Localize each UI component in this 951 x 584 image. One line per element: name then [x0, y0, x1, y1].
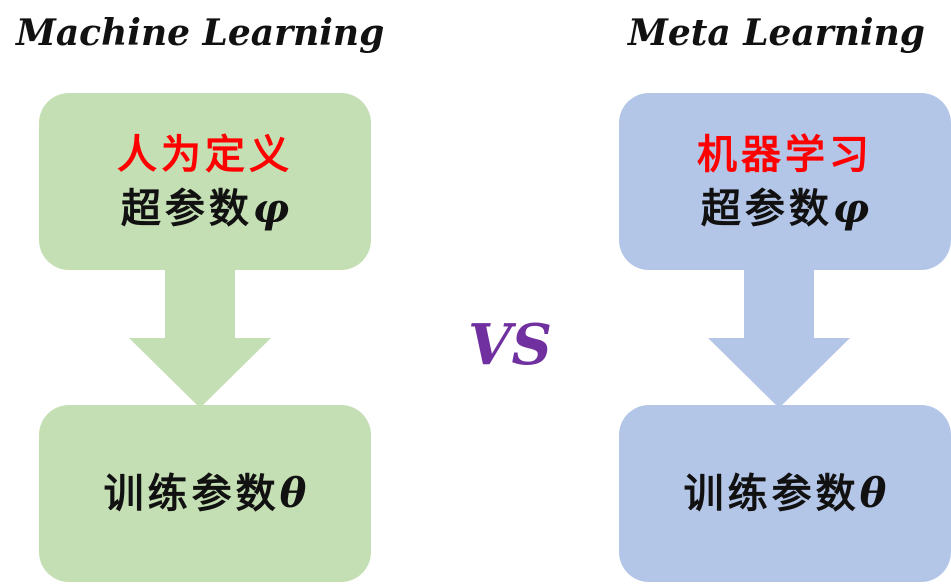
- right-hyperparameter-label: 超参数φ: [701, 182, 869, 236]
- right-column-title: Meta Learning: [628, 12, 925, 54]
- left-hyperparameter-source: 人为定义: [117, 130, 293, 178]
- right-theta-symbol: θ: [859, 469, 887, 517]
- left-down-arrow-icon: [129, 270, 271, 408]
- right-parameter-label: 训练参数θ: [684, 467, 887, 521]
- right-hyperparameter-source: 机器学习: [697, 130, 873, 178]
- vs-label: VS: [468, 312, 552, 378]
- right-hyperparameter-box: 机器学习 超参数φ: [619, 93, 951, 270]
- right-hyperparameter-text: 超参数: [700, 184, 833, 232]
- right-parameter-box: 训练参数θ: [619, 405, 951, 582]
- left-column-title: Machine Learning: [16, 12, 385, 54]
- right-phi-symbol: φ: [832, 184, 870, 232]
- left-parameter-box: 训练参数θ: [39, 405, 371, 582]
- left-hyperparameter-label: 超参数φ: [121, 182, 289, 236]
- left-parameter-label: 训练参数θ: [104, 467, 307, 521]
- left-hyperparameter-text: 超参数: [120, 184, 253, 232]
- left-hyperparameter-box: 人为定义 超参数φ: [39, 93, 371, 270]
- left-theta-symbol: θ: [279, 469, 307, 517]
- right-parameter-text: 训练参数: [683, 469, 860, 517]
- left-parameter-text: 训练参数: [103, 469, 280, 517]
- right-down-arrow-icon: [708, 270, 850, 408]
- left-phi-symbol: φ: [252, 184, 290, 232]
